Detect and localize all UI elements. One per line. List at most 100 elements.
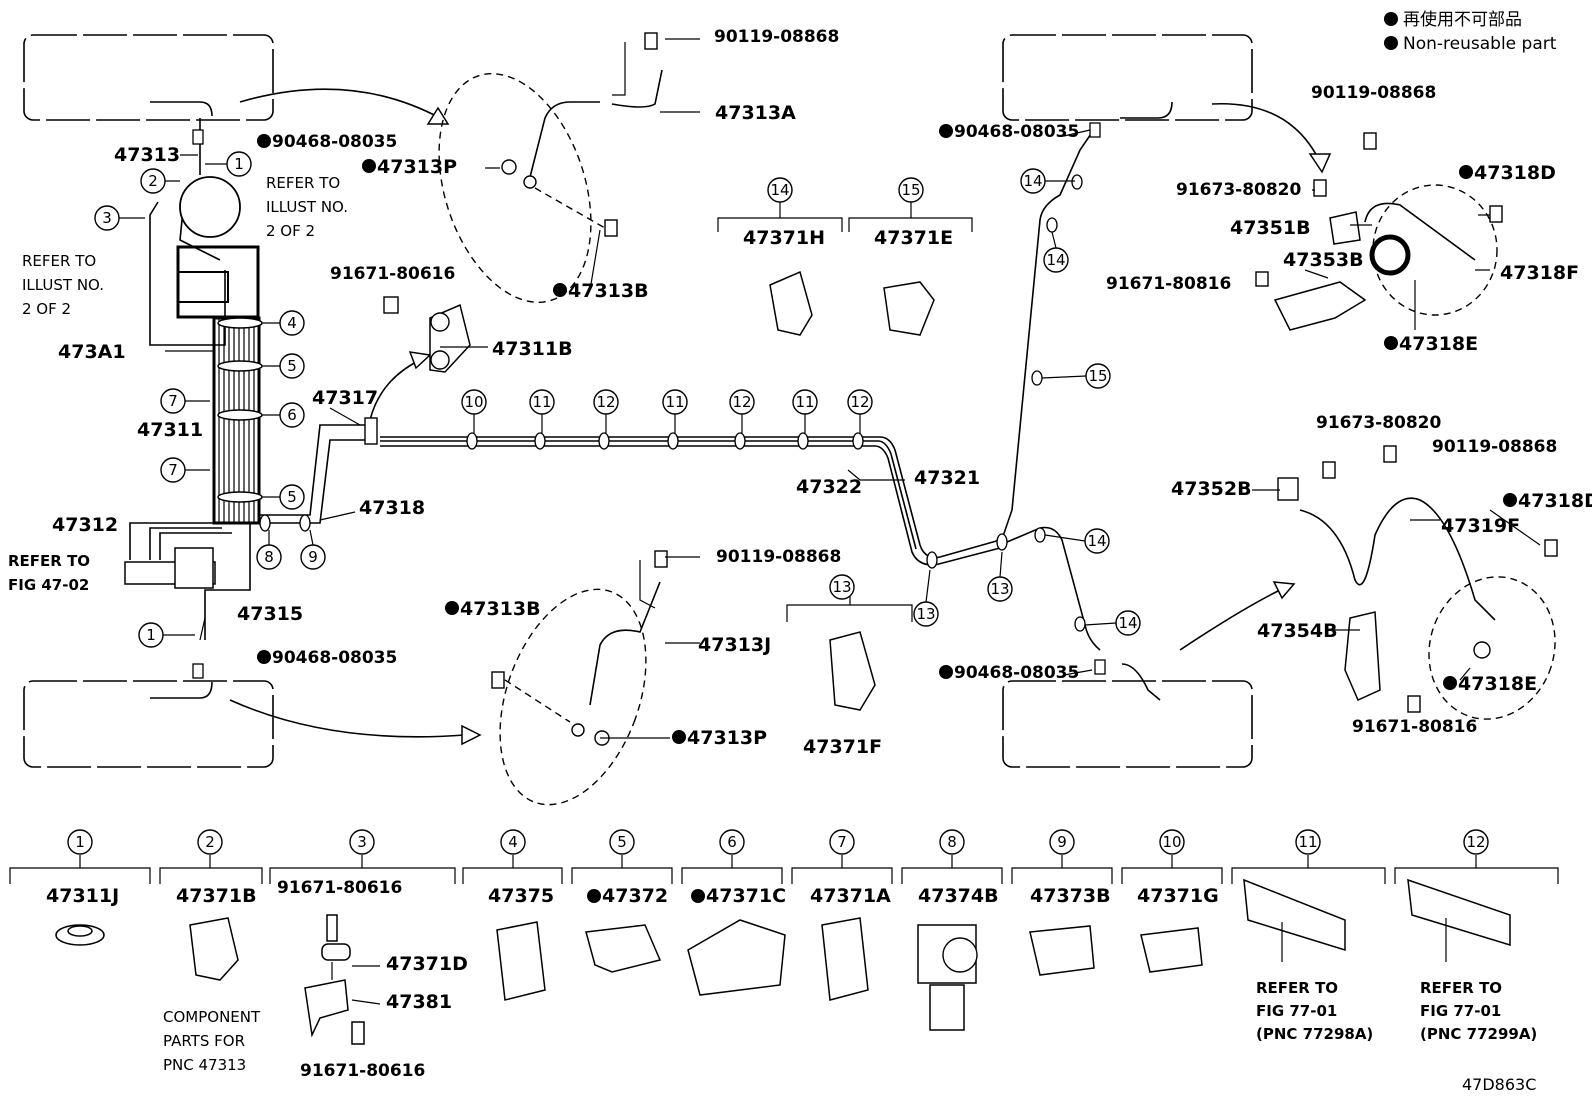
callout-7b: 7 <box>160 457 186 483</box>
pointer-arrows <box>229 88 1332 746</box>
label-90468-08035-b: 90468-08035 <box>272 648 397 668</box>
callout-13b: 13 <box>987 576 1013 602</box>
bracket-group-14-15 <box>717 202 973 711</box>
note-refer-illust-2: ILLUST NO. <box>266 198 348 216</box>
svg-text:12: 12 <box>850 393 869 411</box>
label-47321: 47321 <box>914 467 980 489</box>
label-473A1: 473A1 <box>58 341 126 363</box>
callout-11b: 11 <box>662 389 688 415</box>
bottom-label-47371C: 47371C <box>706 885 786 907</box>
label-47313A: 47313A <box>715 102 796 124</box>
svg-text:4: 4 <box>287 314 297 332</box>
bottom-callout-11: 11 <box>1298 833 1317 851</box>
part-labels: 90119-08868 47313A 47313P 47313B 90468-0… <box>8 27 1592 758</box>
bottom-note-11-line1: REFER TO <box>1256 979 1338 997</box>
svg-text:13: 13 <box>990 580 1009 598</box>
callout-10: 10 <box>461 389 487 415</box>
bottom-label-47371B: 47371B <box>176 885 257 907</box>
label-47313B-b: 47313B <box>460 598 541 620</box>
svg-text:9: 9 <box>308 548 318 566</box>
label-91673-80820-a: 91673-80820 <box>1176 180 1302 200</box>
bolt-drawing-3a <box>326 914 338 942</box>
label-90119-08868-d: 90119-08868 <box>1432 437 1557 457</box>
bottom-callout-8: 8 <box>947 833 957 851</box>
callout-13a: 13 <box>913 601 939 627</box>
callout-2: 2 <box>140 168 166 194</box>
clip-drawing-10 <box>1140 927 1203 973</box>
callout-12b: 12 <box>729 389 755 415</box>
label-90468-08035-a: 90468-08035 <box>272 132 397 152</box>
bottom-label-47374B: 47374B <box>918 885 999 907</box>
bottom-note-11-line2: FIG 77-01 <box>1256 1002 1337 1020</box>
bottom-label-47372: 47372 <box>602 885 668 907</box>
svg-text:13: 13 <box>916 605 935 623</box>
callout-5b: 5 <box>279 484 305 510</box>
bottom-note-2-line1: COMPONENT <box>163 1008 261 1026</box>
svg-text:11: 11 <box>532 393 551 411</box>
bottom-callout-4: 4 <box>508 833 518 851</box>
svg-text:6: 6 <box>287 406 297 424</box>
label-47312: 47312 <box>52 514 118 536</box>
note-refer-illust-1: REFER TO <box>266 174 340 192</box>
callout-13c: 13 <box>829 574 855 600</box>
bottom-note-2-line2: PARTS FOR <box>163 1032 245 1050</box>
note-refer-left-3: 2 OF 2 <box>22 300 71 318</box>
note-refer-left-1: REFER TO <box>22 252 96 270</box>
svg-text:1: 1 <box>234 155 244 173</box>
tube-stub <box>150 101 213 117</box>
svg-text:14: 14 <box>1087 532 1106 550</box>
label-90119-08868-c: 90119-08868 <box>1311 83 1436 103</box>
bottom-callout-9: 9 <box>1057 833 1067 851</box>
bottom-label-91671-80616-top: 91671-80616 <box>277 878 402 898</box>
label-47313B-a: 47313B <box>568 280 649 302</box>
svg-text:12: 12 <box>596 393 615 411</box>
callout-12: 12 <box>593 389 619 415</box>
svg-text:5: 5 <box>287 488 297 506</box>
bottom-label-47375: 47375 <box>488 885 554 907</box>
label-47318F: 47318F <box>1500 262 1579 284</box>
rear-left-hose-detail <box>1255 132 1503 331</box>
callout-8: 8 <box>256 544 282 570</box>
bottom-callout-7: 7 <box>837 833 847 851</box>
bottom-note-2-line3: PNC 47313 <box>163 1056 246 1074</box>
svg-text:11: 11 <box>795 393 814 411</box>
note-refer-left-2: ILLUST NO. <box>22 276 104 294</box>
callout-14d: 14 <box>1115 610 1141 636</box>
label-47317: 47317 <box>312 387 378 409</box>
label-47313P-a: 47313P <box>377 156 457 178</box>
clip-drawing-11 <box>1243 878 1346 952</box>
tube-stub <box>150 681 213 699</box>
callout-12c: 12 <box>847 389 873 415</box>
label-91671-80816-a: 91671-80816 <box>1106 274 1231 294</box>
reference-box-bottom-left <box>23 680 274 768</box>
label-47352B: 47352B <box>1171 478 1252 500</box>
note-refer-illust-3: 2 OF 2 <box>266 222 315 240</box>
svg-text:15: 15 <box>1088 367 1107 385</box>
bottom-note-11-line3: (PNC 77298A) <box>1256 1025 1373 1043</box>
clip-drawing-9 <box>1029 925 1095 976</box>
bottom-callout-12: 12 <box>1466 833 1485 851</box>
callout-14a: 14 <box>1020 168 1046 194</box>
svg-text:5: 5 <box>287 357 297 375</box>
callout-1: 1 <box>226 151 252 177</box>
callout-3: 3 <box>94 205 120 231</box>
bottom-callout-10: 10 <box>1162 833 1181 851</box>
legend-japanese: 再使用不可部品 <box>1403 9 1522 30</box>
svg-text:1: 1 <box>146 626 156 644</box>
label-47318D-a: 47318D <box>1474 162 1556 184</box>
label-91671-80816-b: 91671-80816 <box>1352 717 1477 737</box>
bottom-callout-6: 6 <box>727 833 737 851</box>
label-90468-08035-c: 90468-08035 <box>954 122 1079 142</box>
rear-right-hose-detail <box>1277 445 1558 720</box>
label-90119-08868-a: 90119-08868 <box>714 27 839 47</box>
front-right-hose-detail <box>491 550 668 806</box>
bottom-label-47371G: 47371G <box>1137 885 1219 907</box>
label-47322: 47322 <box>796 476 862 498</box>
bottom-label-91671-80616-bottom: 91671-80616 <box>300 1061 425 1081</box>
clip-drawing-12 <box>1407 878 1511 947</box>
label-47318E-a: 47318E <box>1399 333 1478 355</box>
clamp-47311B-drawing <box>383 296 471 373</box>
label-47318E-b: 47318E <box>1458 673 1537 695</box>
note-refer-fig-2: FIG 47-02 <box>8 576 89 594</box>
bottom-callout-5: 5 <box>617 833 627 851</box>
